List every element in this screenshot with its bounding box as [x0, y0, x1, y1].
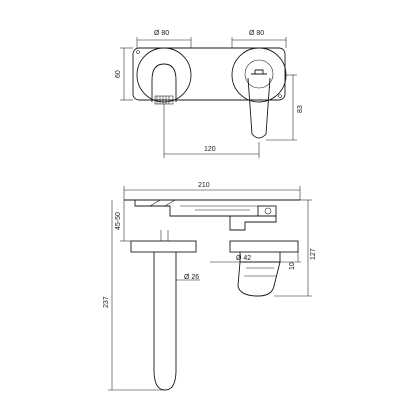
dim-label: Ø 42 [236, 255, 251, 262]
dim-wall-depth: 45-50 [115, 200, 131, 242]
dim-handle-diameter: Ø 42 [210, 255, 251, 263]
dim-spout-diameter: Ø 26 [176, 274, 200, 281]
dim-label: 10 [289, 262, 296, 270]
dim-diameter-right: Ø 80 [231, 30, 287, 48]
spout-outlet [151, 63, 177, 102]
in-wall-valve [257, 205, 277, 217]
dim-center-distance: 120 [163, 104, 260, 158]
dim-label: 83 [297, 105, 304, 113]
mixer-cartridge [239, 252, 281, 263]
dim-handle-height: 127 [274, 199, 317, 297]
side-view: 210 45-50 237 Ø 26 Ø 42 10 [103, 182, 317, 391]
handle-body [244, 59, 274, 89]
dim-lever-height: 83 [266, 74, 304, 141]
dim-diameter-left: Ø 80 [136, 30, 192, 48]
dim-label: Ø 80 [249, 30, 264, 37]
spout-flange [130, 240, 197, 253]
dim-label: 237 [103, 296, 110, 308]
in-wall-body [134, 200, 277, 231]
dim-label: 45-50 [115, 212, 122, 230]
dim-label: 210 [198, 182, 210, 189]
dim-overall-length: 210 [123, 182, 301, 200]
dim-label: Ø 80 [154, 30, 169, 37]
mixer-rosette [231, 47, 287, 103]
dim-handle-offset: 10 [280, 252, 301, 270]
handle-lever [247, 77, 271, 139]
dim-label: 60 [115, 70, 122, 78]
front-view: Ø 80 Ø 80 60 83 120 [115, 30, 304, 158]
temperature-indicator-icon [251, 69, 267, 75]
mixer-handle-side [237, 261, 281, 297]
backing-plate [132, 47, 286, 101]
dim-spout-height: 237 [103, 200, 165, 391]
mixer-flange [229, 240, 299, 253]
spout-pipe [153, 252, 177, 391]
dim-label: 120 [204, 146, 216, 153]
dim-label: 127 [310, 248, 317, 260]
dim-label: Ø 26 [184, 274, 199, 281]
spout-rosette [136, 47, 192, 103]
dim-plate-height: 60 [115, 47, 133, 101]
